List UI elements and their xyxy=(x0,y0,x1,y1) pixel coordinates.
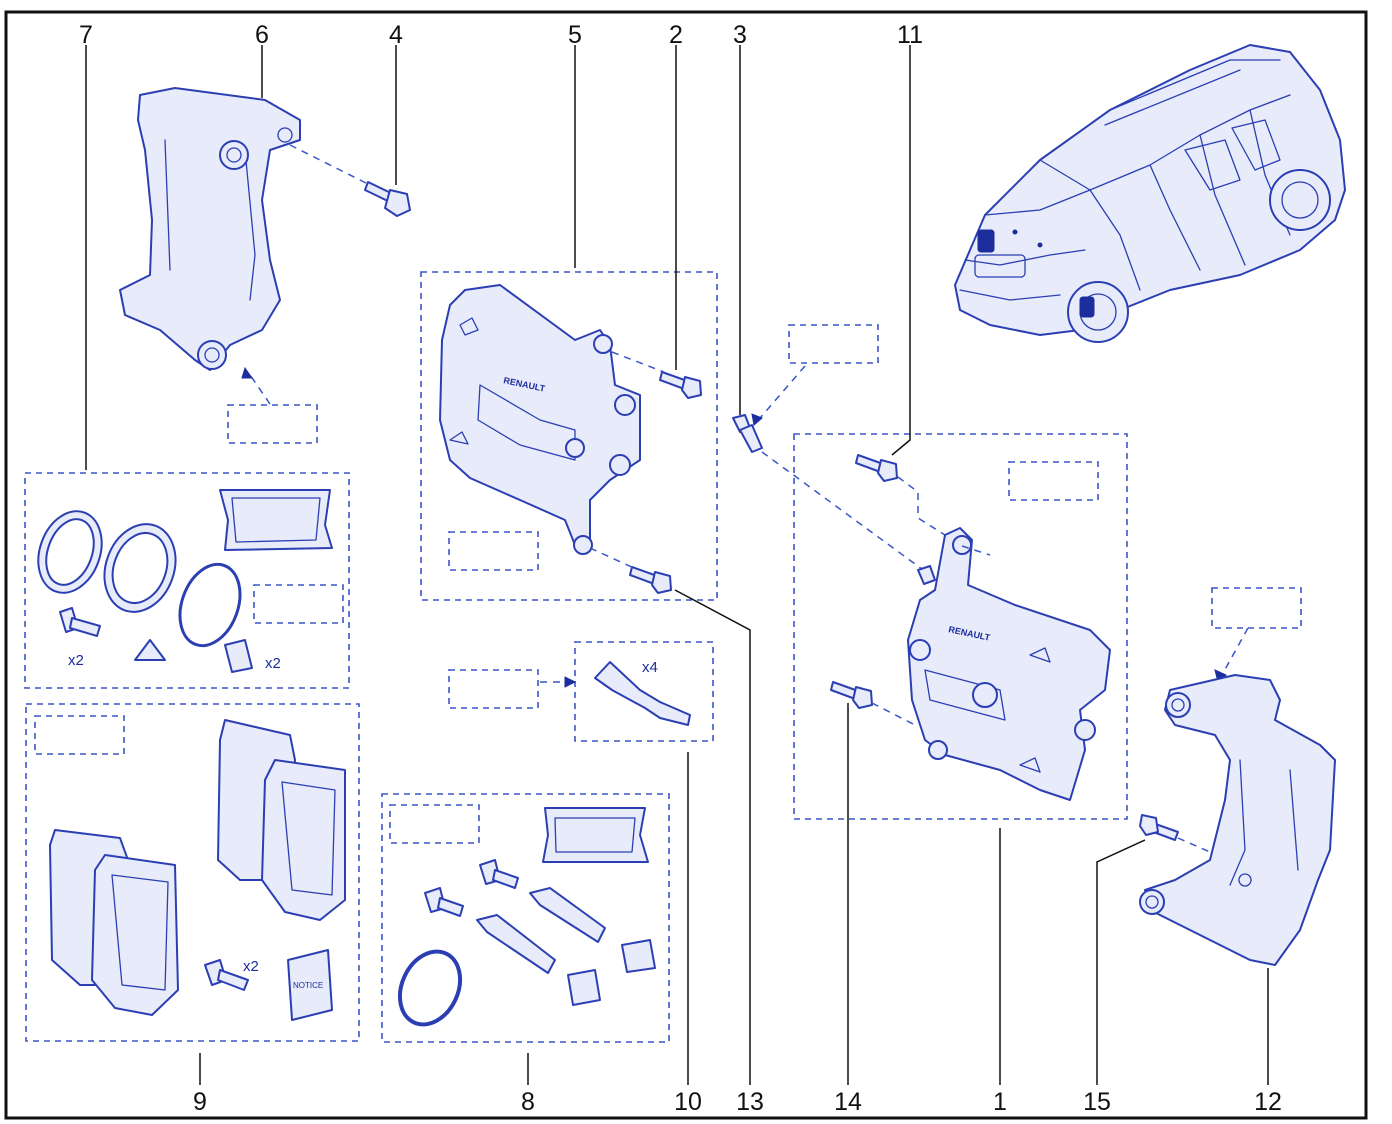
callout-10: 10 xyxy=(674,1088,702,1116)
part-10-pad-clip: x4 xyxy=(594,659,691,726)
part-9-pad-kit-box xyxy=(25,703,360,1042)
callout-12: 12 xyxy=(1254,1088,1282,1116)
part-5-caliper-box xyxy=(420,271,718,601)
part-5-label-box xyxy=(448,531,539,571)
callout-5: 5 xyxy=(568,21,582,49)
callout-1: 1 xyxy=(993,1088,1007,1116)
callout-8: 8 xyxy=(521,1088,535,1116)
part-7-seal-kit: x2 x2 xyxy=(37,489,333,673)
part-12-caliper-carrier xyxy=(1139,674,1336,966)
part-14-bolt xyxy=(830,681,873,709)
part-3-label-box xyxy=(788,324,879,364)
part-9-label-box xyxy=(34,715,125,755)
part-1-brake-caliper-assembly: RENAULT xyxy=(907,527,1111,801)
part-13-bolt xyxy=(629,566,672,594)
callout-7: 7 xyxy=(79,21,93,49)
part-2-bolt xyxy=(659,371,702,399)
callout-3: 3 xyxy=(733,21,747,49)
part-7-seal-kit-box xyxy=(24,472,350,689)
part-7-label-box xyxy=(253,584,344,624)
callout-4: 4 xyxy=(389,21,403,49)
part-10-clip-kit-box xyxy=(574,641,714,742)
part-6-caliper-carrier xyxy=(119,87,301,371)
part-1-caliper-box xyxy=(793,433,1128,820)
vehicle-illustration xyxy=(954,44,1346,343)
callout-numbers: 7 6 4 5 2 3 11 9 8 10 13 14 1 15 12 xyxy=(79,21,1282,1116)
callout-leader-lines xyxy=(85,45,1269,1085)
diagram-border xyxy=(4,10,1368,1120)
part-9-brake-pads: x2 NOTICE xyxy=(49,719,346,1021)
callout-2: 2 xyxy=(669,21,683,49)
part-8-slide-pin-kit-box xyxy=(381,793,670,1043)
part-8-slide-pin-kit xyxy=(397,807,656,1027)
callout-11: 11 xyxy=(897,21,923,49)
callout-13: 13 xyxy=(736,1088,764,1116)
part-10-label-box xyxy=(448,669,539,709)
part-15-bolt xyxy=(1139,814,1179,841)
part-5-brake-caliper: RENAULT xyxy=(439,284,641,555)
part-12-label-box xyxy=(1211,587,1302,629)
seal-kit-bushing-qty: x2 xyxy=(265,655,281,672)
part-8-label-box xyxy=(389,804,480,844)
part-4-carrier-bolt xyxy=(364,181,411,217)
callout-9: 9 xyxy=(193,1088,207,1116)
part-6-label-box xyxy=(227,404,318,444)
callout-14: 14 xyxy=(834,1088,862,1116)
seal-kit-bolt-qty: x2 xyxy=(68,652,84,669)
part-11-bolt xyxy=(855,454,898,482)
part-3-bleed-screw xyxy=(732,414,763,453)
callout-15: 15 xyxy=(1083,1088,1111,1116)
callout-6: 6 xyxy=(255,21,269,49)
notice-booklet-text: NOTICE xyxy=(293,981,323,990)
clip-kit-qty: x4 xyxy=(642,659,658,676)
part-1-label-box xyxy=(1008,461,1099,501)
pad-kit-bolt-qty: x2 xyxy=(243,958,259,975)
